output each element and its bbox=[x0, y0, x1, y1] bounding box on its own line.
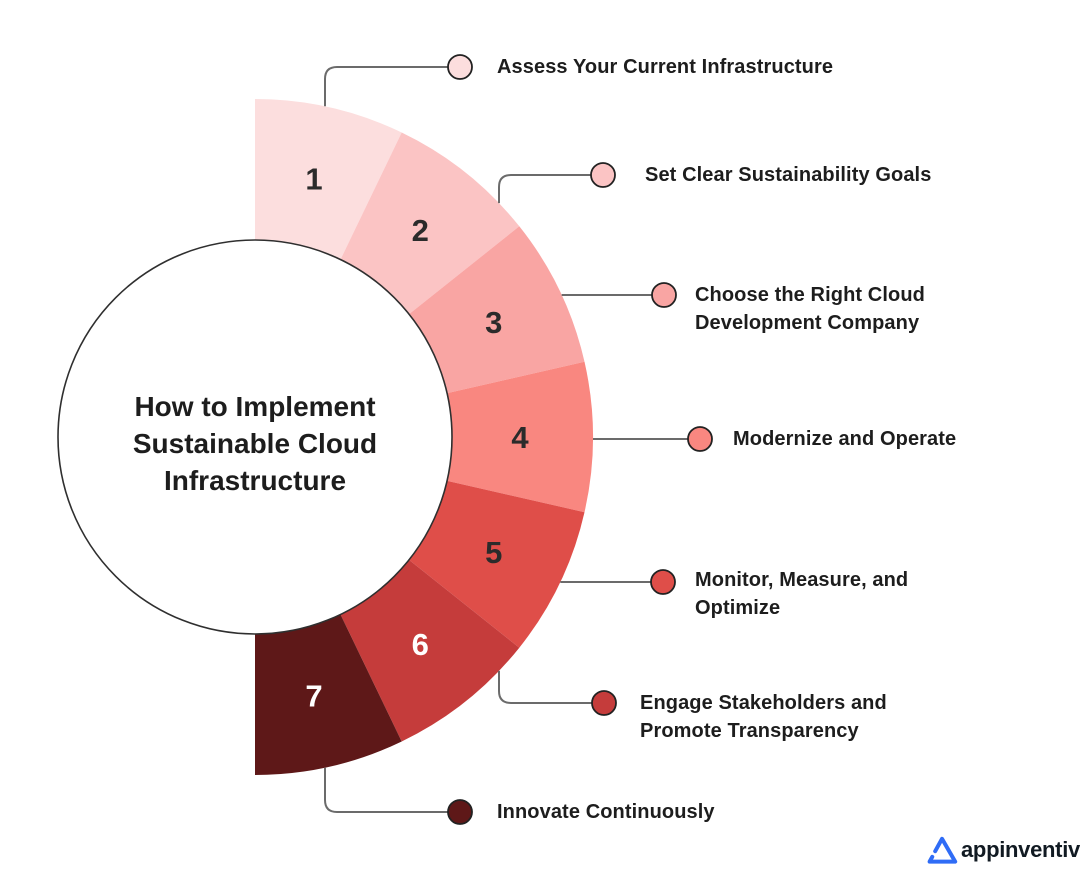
connector-dot-2 bbox=[590, 162, 616, 188]
connector-dot-7 bbox=[447, 799, 473, 825]
step-label-1: Assess Your Current Infrastructure bbox=[497, 56, 834, 78]
appinventiv-logo: appinventiv bbox=[926, 835, 1080, 865]
center-title: How to Implement Sustainable Cloud Infra… bbox=[132, 391, 378, 496]
step-label-7: Innovate Continuously bbox=[497, 801, 715, 823]
segment-number-7: 7 bbox=[305, 678, 322, 713]
segment-number-4: 4 bbox=[511, 420, 529, 455]
step-label-6: Engage Stakeholders and Promote Transpar… bbox=[640, 692, 887, 742]
connector-dot-4 bbox=[687, 426, 713, 452]
connector-dot-5 bbox=[650, 569, 676, 595]
appinventiv-logo-text: appinventiv bbox=[961, 837, 1080, 862]
segment-number-1: 1 bbox=[305, 162, 322, 197]
step-label-5: Monitor, Measure, and Optimize bbox=[695, 569, 909, 619]
segment-number-5: 5 bbox=[485, 535, 502, 570]
center-circle bbox=[57, 239, 453, 635]
segment-number-6: 6 bbox=[412, 627, 429, 662]
connector-dot-6 bbox=[591, 690, 617, 716]
segment-number-2: 2 bbox=[412, 213, 429, 248]
step-label-3: Choose the Right Cloud Development Compa… bbox=[695, 284, 925, 334]
connector-line-1 bbox=[324, 66, 448, 107]
segment-number-3: 3 bbox=[485, 305, 502, 340]
appinventiv-logo-icon bbox=[927, 836, 958, 864]
connector-line-7 bbox=[324, 767, 448, 813]
connector-dot-3 bbox=[651, 282, 677, 308]
logo-triangle-path bbox=[927, 836, 958, 864]
step-label-4: Modernize and Operate bbox=[733, 428, 957, 450]
connector-line-2 bbox=[498, 174, 591, 204]
connector-dot-1 bbox=[447, 54, 473, 80]
connector-line-6 bbox=[498, 670, 592, 704]
step-label-2: Set Clear Sustainability Goals bbox=[645, 164, 932, 186]
